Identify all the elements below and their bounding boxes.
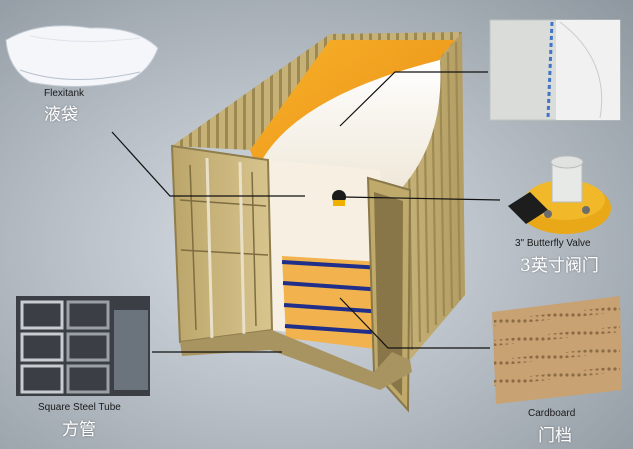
- cardboard-thumbnail: [492, 296, 622, 404]
- valve-label-en: 3" Butterfly Valve: [515, 238, 591, 249]
- tube-label-cn: 方管: [62, 420, 96, 440]
- cardboard-label-en: Cardboard: [528, 408, 576, 419]
- container-base: [180, 330, 412, 390]
- left-door: [170, 144, 274, 344]
- tube-label-en: Square Steel Tube: [38, 402, 121, 413]
- steel-tube-thumbnail: [16, 296, 150, 396]
- bulkhead: [281, 256, 385, 350]
- bag-valve: [332, 190, 346, 206]
- leader-valve: [343, 196, 501, 201]
- leader-flexitank: [111, 131, 305, 197]
- butterfly-valve-thumbnail: [508, 155, 611, 234]
- door-lock-bars: [205, 157, 246, 341]
- flexitank-label-en: Flexitank: [44, 88, 85, 99]
- leader-cardboard: [339, 297, 490, 349]
- valve-label-cn: 3英寸阀门: [520, 256, 599, 276]
- cardboard-label-cn: 门档: [538, 426, 572, 446]
- fabric-closeup-thumbnail: [489, 19, 621, 121]
- shipping-container: [170, 32, 465, 413]
- leader-lines: [111, 71, 501, 353]
- flexitank-thumbnail: [5, 25, 159, 88]
- flexitank-label-cn: 液袋: [44, 105, 78, 125]
- right-door-inner: [374, 192, 403, 396]
- leader-fabric: [339, 71, 488, 127]
- left-door-panels: [179, 164, 269, 331]
